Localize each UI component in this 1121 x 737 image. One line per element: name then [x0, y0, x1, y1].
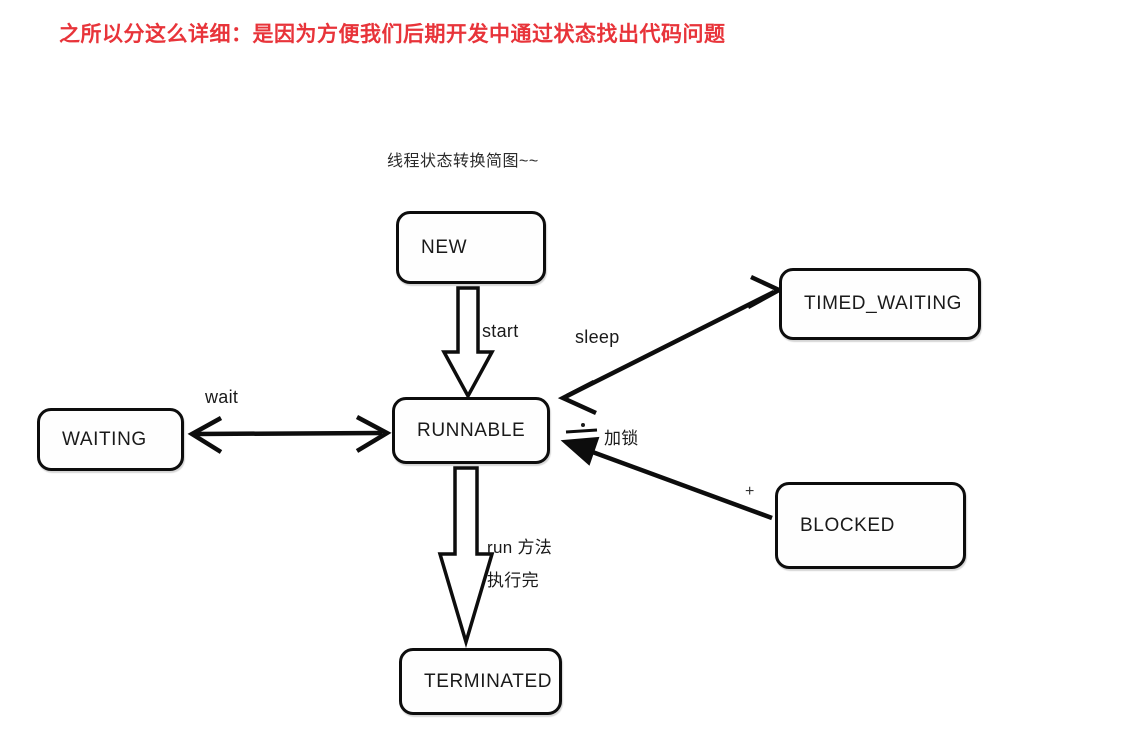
diagram-caption: 线程状态转换简图~~ — [387, 153, 539, 170]
edge-label-sleep: sleep — [575, 327, 620, 347]
state-node-blocked[interactable]: BLOCKED — [775, 482, 966, 569]
state-node-timed-waiting-label: TIMED_WAITING — [804, 293, 963, 314]
state-node-runnable[interactable]: RUNNABLE — [392, 397, 550, 464]
edge-wait-double-arrow — [187, 415, 392, 454]
page-title: 之所以分这么详细：是因为方便我们后期开发中通过状态找出代码问题 — [59, 21, 726, 46]
state-node-terminated-label: TERMINATED — [424, 670, 553, 692]
state-node-waiting-label: WAITING — [62, 428, 147, 450]
edge-label-wait: wait — [205, 387, 239, 407]
state-node-terminated[interactable]: TERMINATED — [399, 648, 562, 715]
edge-lock-arrow — [560, 428, 773, 521]
plus-mark-icon: + — [745, 483, 755, 500]
edge-run-complete-block-arrow — [437, 466, 495, 649]
state-node-runnable-label: RUNNABLE — [417, 419, 526, 441]
state-node-blocked-label: BLOCKED — [800, 514, 896, 536]
edge-label-run-finished: 执行完 — [487, 571, 539, 590]
state-node-timed-waiting[interactable]: TIMED_WAITING — [779, 268, 981, 340]
state-node-new-label: NEW — [421, 236, 468, 258]
dot-mark-icon — [581, 423, 585, 427]
state-node-waiting[interactable]: WAITING — [37, 408, 184, 471]
state-node-new[interactable]: NEW — [396, 211, 546, 284]
edge-label-run-method: run 方法 — [487, 538, 553, 557]
edge-label-lock: 加锁 — [604, 429, 639, 448]
edge-label-start: start — [482, 321, 519, 341]
edge-start-block-arrow — [441, 286, 495, 400]
